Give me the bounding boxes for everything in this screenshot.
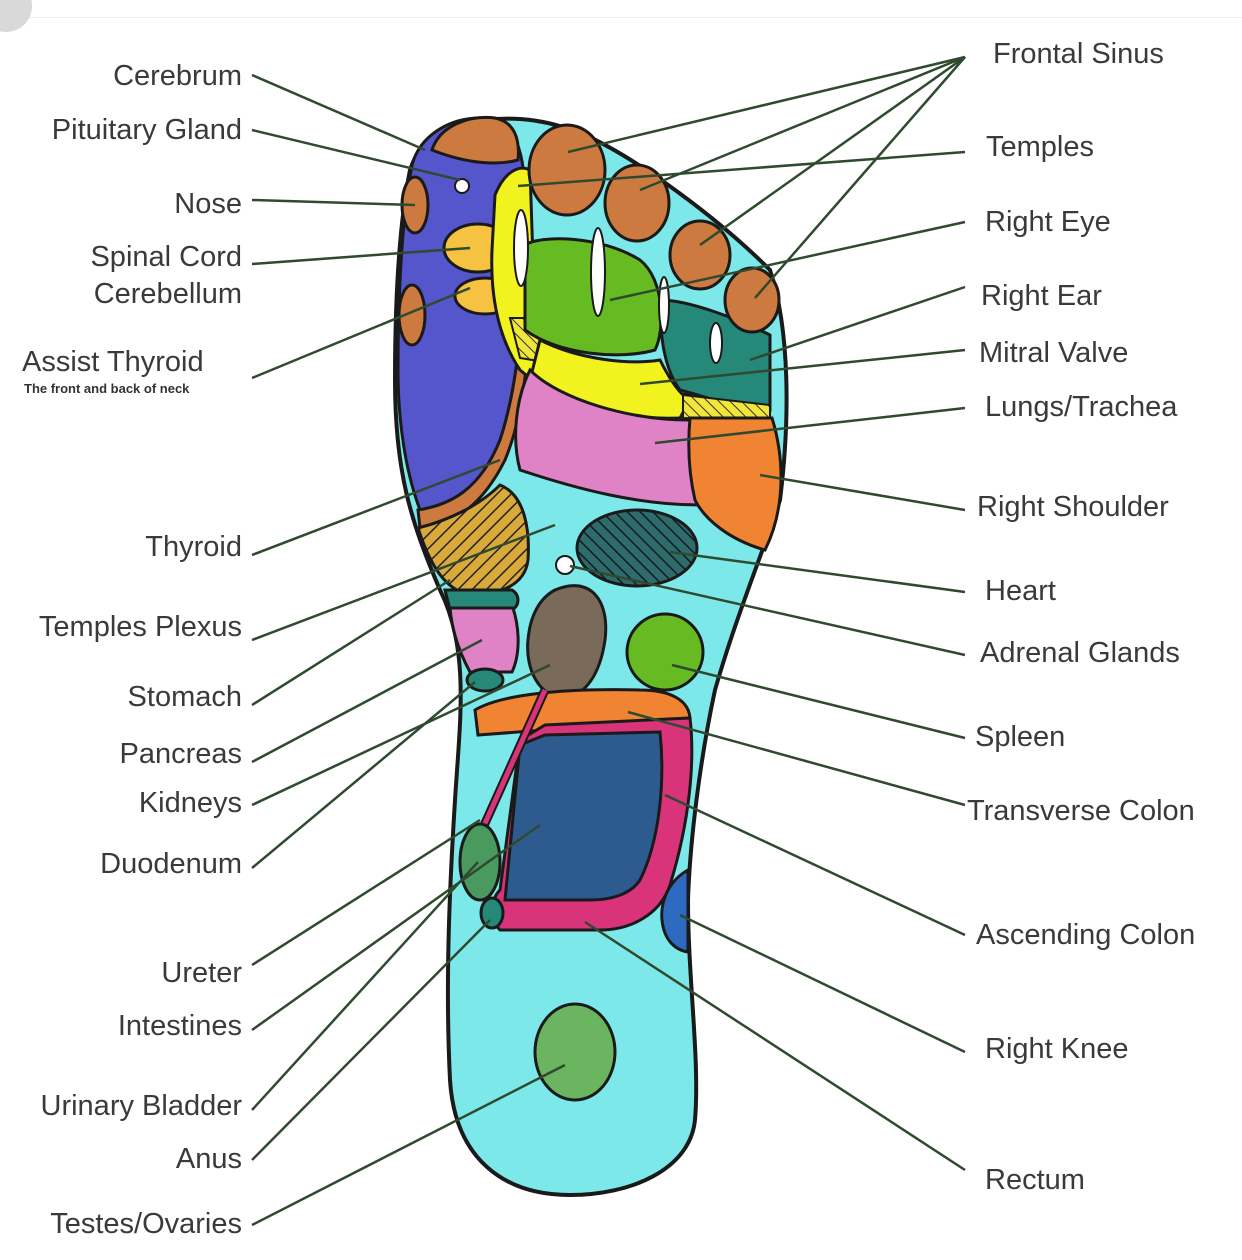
leader-intestines [251,823,541,1032]
label-right-knee: Right Knee [985,1033,1129,1065]
label-assist-thyroid-sub: The front and back of neck [24,381,190,396]
leader-pituitary [251,128,461,182]
toe-gap-4 [709,322,723,364]
knee-zone [660,867,690,954]
leader-anus [251,919,491,1161]
leader-shoulder [759,473,966,512]
label-right-shoulder: Right Shoulder [977,491,1169,523]
adrenal-dot [555,555,575,575]
toe-gap-2 [590,227,606,317]
label-kidneys: Kidneys [138,787,242,819]
leader-kidneys [251,663,551,807]
leader-heart [669,550,966,594]
label-pituitary-gland: Pituitary Gland [51,114,242,146]
leader-frontal-4 [754,56,966,299]
label-ureter: Ureter [161,957,242,989]
label-transverse-colon: Transverse Colon [967,795,1195,827]
leader-knee [679,913,966,1054]
label-lungs-trachea: Lungs/Trachea [985,391,1178,423]
pancreas-zone [465,667,505,693]
ureter-line-fill [479,688,548,832]
leader-nose [251,198,416,207]
leader-testes [251,1063,566,1227]
label-temples-plexus: Temples Plexus [38,611,242,643]
leader-assist [251,286,471,380]
label-rectum: Rectum [985,1164,1085,1196]
label-spinal-cord: Spinal Cord [90,241,242,273]
cerebrum-cap [430,115,520,165]
label-nose: Nose [174,188,242,220]
label-temples: Temples [986,131,1094,163]
leader-spleen [671,663,966,740]
label-cerebellum: Cerebellum [93,278,242,310]
leader-right-eye [609,220,966,302]
label-intestines: Intestines [117,1010,242,1042]
label-assist-thyroid: Assist Thyroid [22,346,204,378]
leader-thyroid [251,458,501,557]
heart-zone [575,508,699,588]
leader-ureter [251,818,481,967]
toe-gap-1 [513,209,529,287]
leader-right-ear [749,285,966,362]
toe-4 [668,219,732,291]
leader-frontal-2 [639,55,966,192]
label-spleen: Spleen [975,721,1066,753]
toe-5 [723,266,781,334]
pituitary-dot [454,178,470,194]
bladder-zone [458,822,502,902]
label-right-eye: Right Eye [985,206,1111,238]
cerebellum-side-zone [397,283,427,347]
label-testes-ovaries: Testes/Ovaries [50,1208,242,1240]
label-stomach: Stomach [127,681,242,713]
label-thyroid: Thyroid [145,531,242,563]
leader-ascending [664,793,966,937]
leader-pancreas [251,638,483,764]
leader-frontal-3 [699,55,966,247]
leader-spinal [251,246,471,266]
label-adrenal-glands: Adrenal Glands [980,637,1180,669]
shoulder-orange-zone [687,416,783,552]
leader-lines [251,55,966,1227]
top-divider [0,17,1242,18]
leader-urinary [251,861,479,1111]
leader-stomach [251,578,451,707]
intestines-zone [503,730,664,902]
leader-temples [517,150,966,188]
label-cerebrum: Cerebrum [113,60,242,92]
leader-lungs [654,406,966,445]
label-right-ear: Right Ear [981,280,1102,312]
label-mitral-valve: Mitral Valve [979,337,1129,369]
spleen-zone [625,612,705,692]
leader-duodenum [251,681,476,869]
label-duodenum: Duodenum [100,848,242,880]
stomach-zone [448,606,520,674]
leader-frontal-1 [567,55,966,154]
foot-outline-group [392,115,789,1198]
label-heart: Heart [985,575,1056,607]
label-pancreas: Pancreas [119,738,242,770]
leader-mitral [639,348,966,386]
leader-transverse [627,710,966,807]
testes-zone [533,1002,617,1102]
leader-temples-plexus [251,523,556,642]
label-anus: Anus [175,1143,242,1175]
toe-2 [527,123,607,217]
leader-cerebrum [251,73,426,152]
label-ascending-colon: Ascending Colon [976,919,1196,951]
toe-gap-3 [658,276,670,334]
label-urinary-bladder: Urinary Bladder [40,1090,242,1122]
label-frontal-sinus: Frontal Sinus [993,38,1164,70]
leader-rectum [584,920,966,1172]
anus-zone [479,896,505,930]
leader-adrenal [569,564,966,657]
